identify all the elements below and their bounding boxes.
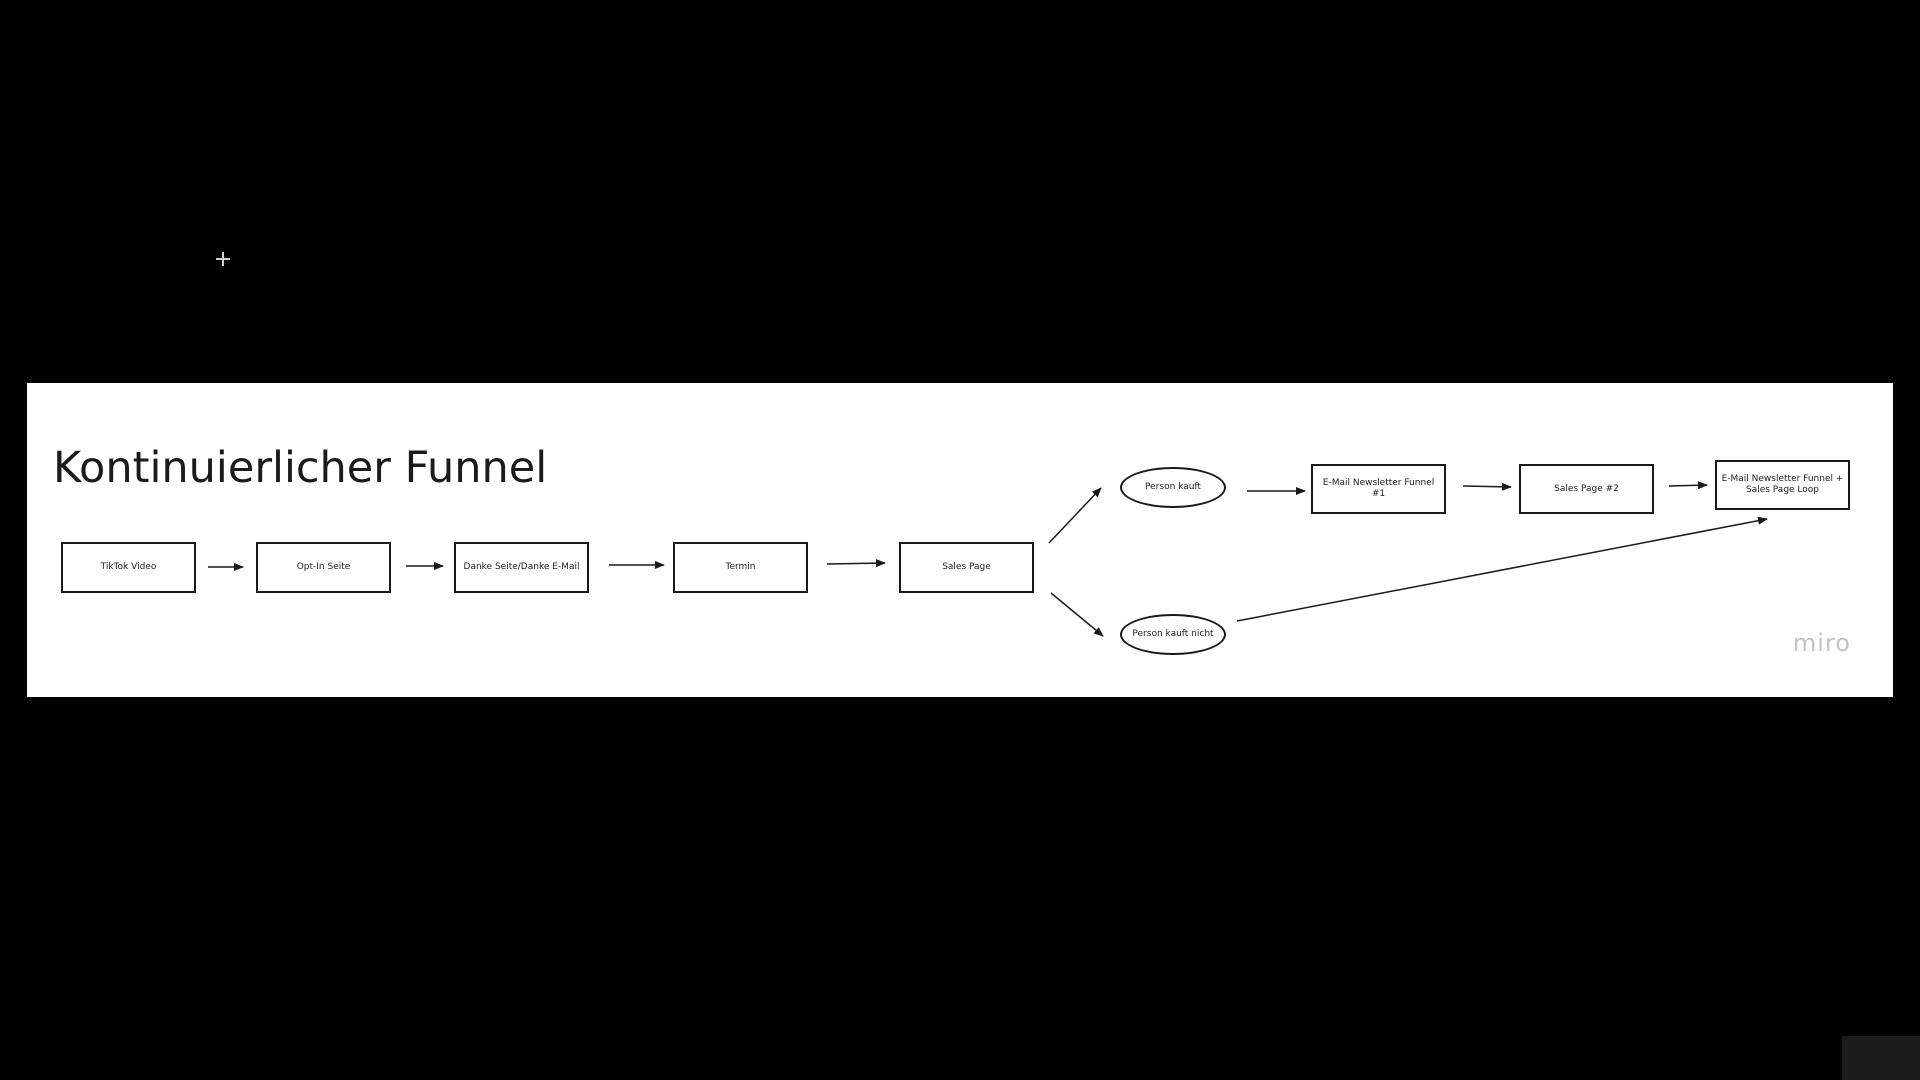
crosshair-cursor-icon [216,252,230,266]
node-opt-in-seite[interactable]: Opt-In Seite [256,542,391,593]
arrow-sales-to-kauft-nicht [1050,592,1104,637]
node-email-newsletter-funnel-1[interactable]: E-Mail Newsletter Funnel #1 [1311,464,1446,514]
node-termin[interactable]: Termin [673,542,808,593]
arrow-sales2-to-loop [1668,481,1708,490]
connector-layer [208,481,1768,637]
node-tiktok-video[interactable]: TikTok Video [61,542,196,593]
arrow-newsletter1-to-sales2 [1462,482,1512,491]
miro-board-frame[interactable]: Kontinuierlicher Funnel TikTok Video Opt… [27,383,1893,697]
node-danke-seite[interactable]: Danke Seite/Danke E-Mail [454,542,589,593]
node-email-newsletter-loop[interactable]: E-Mail Newsletter Funnel + Sales Page Lo… [1715,460,1850,510]
node-person-kauft-nicht[interactable]: Person kauft nicht [1120,614,1226,655]
node-sales-page[interactable]: Sales Page [899,542,1034,593]
node-person-kauft[interactable]: Person kauft [1120,467,1226,508]
arrow-sales-to-kauft [1048,487,1102,544]
arrow-kauft-nicht-to-loop [1236,516,1768,622]
arrow-termin-to-sales [826,559,886,568]
board-title: Kontinuierlicher Funnel [53,443,548,493]
corner-overlay [1842,1036,1920,1080]
miro-logo: miro [1792,629,1851,657]
node-sales-page-2[interactable]: Sales Page #2 [1519,464,1654,514]
